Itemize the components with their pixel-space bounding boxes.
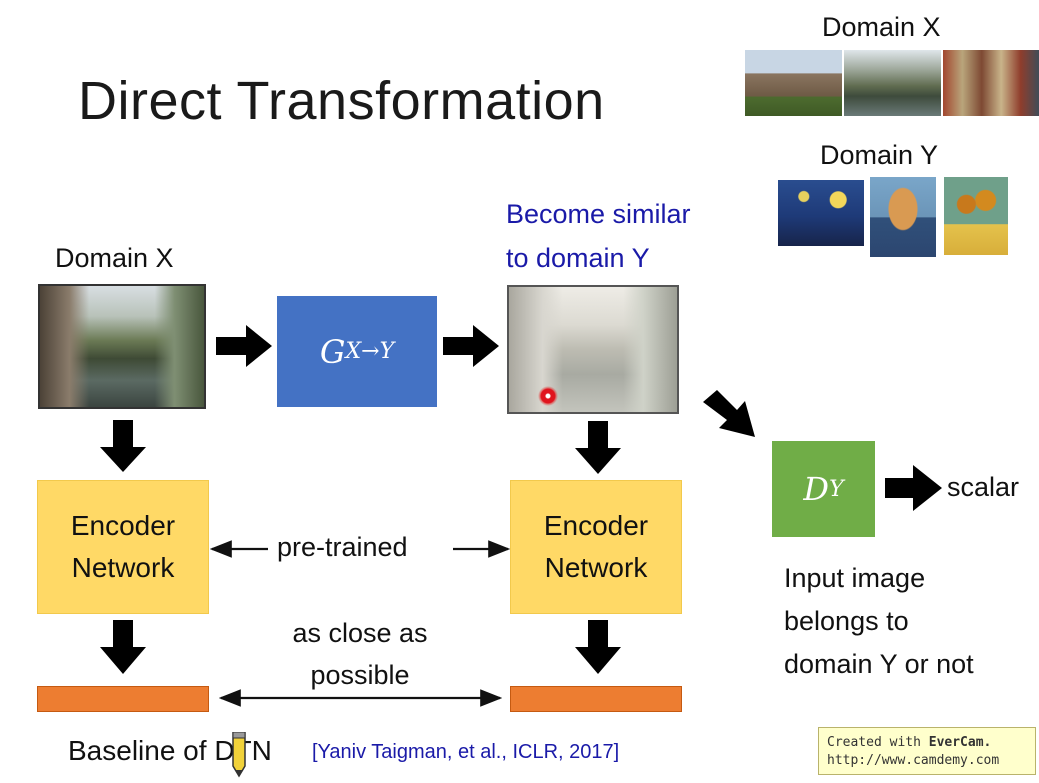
discriminator-symbol: D — [803, 470, 830, 508]
input-desc-line3: domain Y or not — [784, 649, 974, 679]
legend-x-photo-houses — [943, 50, 1039, 116]
arrow-encoder-left-to-bar — [100, 620, 146, 674]
legend-domain-x-title: Domain X — [822, 12, 941, 42]
generator-subscript: X→Y — [345, 339, 395, 364]
pencil-cursor-icon — [224, 731, 254, 778]
discriminator-description: Input image belongs to domain Y or not — [784, 557, 974, 686]
input-desc-line2: belongs to — [784, 606, 909, 636]
watermark-brand: EverCam. — [928, 735, 992, 750]
close-line2: possible — [310, 660, 410, 690]
feature-bar-right — [510, 686, 682, 712]
close-line1: as close as — [292, 618, 428, 648]
pretrained-label: pre-trained — [277, 532, 408, 562]
generator-symbol: G — [319, 332, 346, 371]
encoder-right-line2: Network — [544, 552, 648, 583]
pointer-indicator — [538, 386, 558, 406]
legend-y-self-portrait — [870, 177, 936, 257]
close-as-possible-label: as close as possible — [230, 612, 490, 696]
citation: [Yaniv Taigman, et al., ICLR, 2017] — [312, 741, 620, 763]
arrow-output-to-discriminator — [703, 390, 755, 437]
legend-x-photo-castle — [745, 50, 842, 116]
domain-x-label: Domain X — [55, 243, 174, 273]
legend-domain-y-title: Domain Y — [820, 140, 939, 170]
encoder-right: Encoder Network — [510, 480, 682, 614]
encoder-left-line2: Network — [71, 552, 175, 583]
watermark-prefix: Created with — [827, 735, 929, 750]
arrow-input-to-encoder — [100, 420, 146, 472]
legend-y-sunflowers — [944, 177, 1008, 255]
arrow-encoder-right-to-bar — [575, 620, 621, 674]
legend-y-starry-night — [778, 180, 864, 246]
legend-x-photo-canal — [844, 50, 941, 116]
arrow-d-to-scalar — [885, 465, 942, 511]
watermark-url: http://www.camdemy.com — [827, 753, 1000, 768]
discriminator-subscript: Y — [829, 476, 844, 502]
encoder-left-line1: Encoder — [70, 510, 176, 541]
output-photo — [507, 285, 679, 414]
scalar-label: scalar — [947, 472, 1020, 502]
become-similar-line1: Become similar — [506, 199, 691, 229]
legend-domain-y-images — [778, 177, 1008, 257]
legend-domain-x-images — [745, 50, 1039, 116]
feature-bar-left — [37, 686, 209, 712]
become-similar-line2: to domain Y — [506, 243, 650, 273]
encoder-left: Encoder Network — [37, 480, 209, 614]
input-desc-line1: Input image — [784, 563, 926, 593]
encoder-right-line1: Encoder — [543, 510, 649, 541]
input-photo — [38, 284, 206, 409]
arrow-output-to-encoder — [575, 421, 621, 474]
arrow-generator-to-output — [443, 325, 499, 367]
arrow-input-to-generator — [216, 325, 272, 367]
evercam-watermark: Created with EverCam. http://www.camdemy… — [818, 727, 1036, 775]
slide-title: Direct Transformation — [78, 71, 605, 131]
